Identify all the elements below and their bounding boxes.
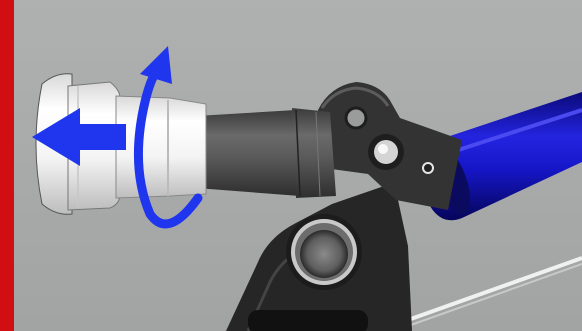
bearing-hole <box>300 230 348 278</box>
metal-shaft <box>196 110 300 196</box>
arm-pin <box>423 163 433 173</box>
red-wall <box>0 0 14 331</box>
bracket-slot <box>248 310 368 331</box>
hinge-eye-hole <box>346 108 366 128</box>
hinge-bolt-shine <box>378 144 388 154</box>
white-fitting-body <box>116 96 206 198</box>
